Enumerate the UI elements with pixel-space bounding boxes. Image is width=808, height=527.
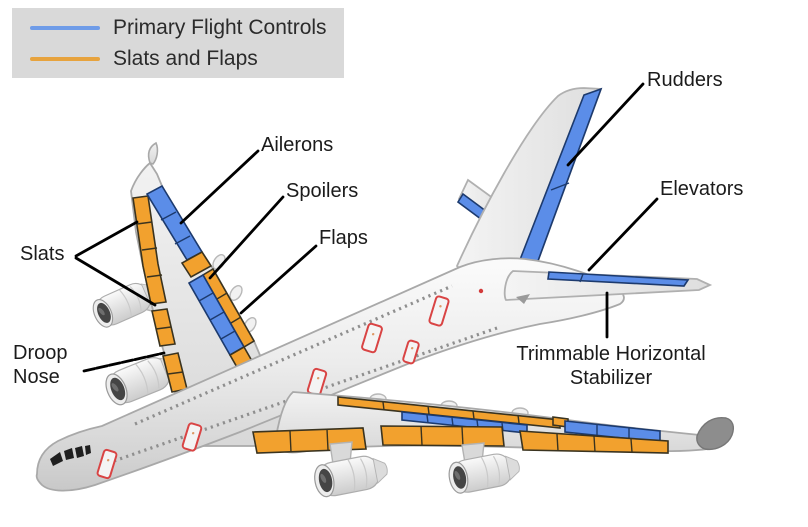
door-outline [402,339,420,365]
label-rudders: Rudders [647,69,723,91]
label-elevators: Elevators [660,178,744,200]
near-wing [252,391,735,454]
leader-lines [74,82,659,373]
legend: Primary Flight Controls Slats and Flaps [12,8,344,78]
engine-4-nacelle [445,449,523,496]
flaps-leader-line [239,244,318,315]
near-wingtip-winglet [696,416,735,451]
legend-label: Slats and Flaps [113,46,258,70]
fuselage-body [35,257,625,492]
far-wingtip-winglet [147,141,159,165]
upper-deck-window-row [134,284,453,426]
primary-flight-controls-swatch [30,25,100,30]
label-spoilers: Spoilers [286,180,359,202]
label-flaps: Flaps [319,227,368,249]
legend-label: Primary Flight Controls [113,15,327,39]
near-engines [311,441,523,500]
anti-collision-light [478,288,484,294]
ailerons-leader-line [179,149,260,225]
door-outline [181,422,203,452]
legend-item-primary-flight-controls: Primary Flight Controls [30,16,344,40]
door-outline [361,322,383,354]
door-outline [96,448,118,480]
slats-and-flaps-swatch [30,56,100,61]
rudders-leader-line [566,82,645,167]
near-wing-slats [252,425,669,454]
droop-nose-leader-line [82,351,166,373]
label-trimmable-horizontal-stabilizer: Trimmable Horizontal Stabilizer [516,343,706,389]
horizontal-stabilizer [503,270,713,304]
slats-leader-line-upper [74,220,139,258]
slats-leader-line-lower [74,256,157,307]
vertical-stabilizer [455,87,603,284]
cockpit-windows [50,445,91,466]
elevator-surfaces [547,271,690,287]
engine-3-nacelle [311,451,391,500]
door-outline [428,295,450,327]
label-slats: Slats [20,243,65,265]
flap-track-fairing [229,285,243,301]
label-droop-nose: Droop Nose [13,342,68,388]
label-ailerons: Ailerons [261,134,334,156]
spoilers-leader-line [208,195,285,280]
legend-item-slats-and-flaps: Slats and Flaps [30,47,344,71]
stabilizer-root-fairing [516,294,530,304]
doors [96,295,450,480]
elevators-leader-line [587,197,659,272]
